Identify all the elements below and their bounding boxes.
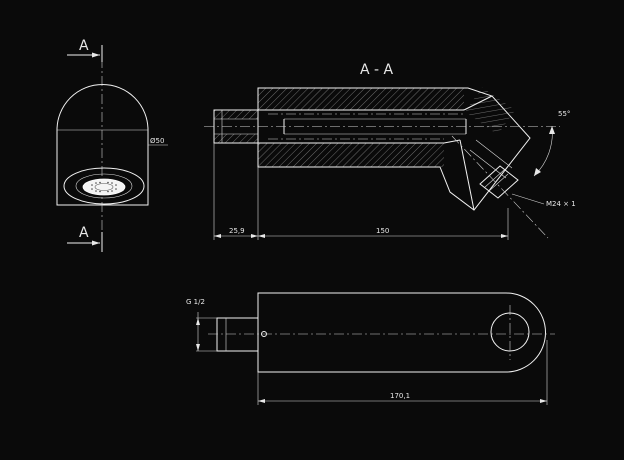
side-view: G 1/2 170,1: [186, 292, 555, 405]
outlet-face-outer: [63, 167, 145, 205]
inlet-fitting-hatch-top: [214, 110, 258, 119]
outlet-nut: [479, 165, 519, 199]
outlet-bore: [469, 139, 513, 179]
spray-nozzles: [91, 181, 117, 193]
thread-inlet-label: G 1/2: [186, 298, 205, 306]
spray-disc: [82, 178, 126, 196]
body-wall-top-hatch: [258, 88, 464, 110]
section-title: A - A: [360, 62, 394, 78]
inlet-fitting-hatch-bottom: [214, 134, 258, 143]
diameter-label: Ø50: [150, 137, 164, 145]
outlet-face-ring: [75, 173, 133, 199]
length-inlet-label: 25,9: [229, 227, 245, 235]
spray-disc-center: [94, 183, 114, 191]
side-inlet-fitting: [216, 317, 259, 352]
end-view: Ø50 A A: [56, 38, 168, 252]
length-total-label: 170,1: [390, 392, 410, 400]
section-marker-top: A: [67, 38, 103, 62]
body-wall-bottom-hatch: [258, 143, 444, 167]
section-marker-bottom: A: [67, 225, 103, 252]
head-axis: [451, 135, 549, 239]
head-hatch: [465, 87, 515, 135]
head-block: [443, 95, 493, 211]
end-view-outline: [56, 84, 149, 206]
thread-outlet-label: M24 × 1: [546, 200, 576, 208]
side-body-outline: [257, 292, 546, 373]
length-body-label: 150: [376, 227, 389, 235]
angle-label: 55°: [558, 110, 570, 118]
thread-outlet-leader: [511, 193, 545, 205]
section-marker-bottom-label: A: [79, 225, 89, 241]
section-marker-top-label: A: [79, 38, 89, 54]
section-view: A - A 55°: [204, 62, 576, 240]
